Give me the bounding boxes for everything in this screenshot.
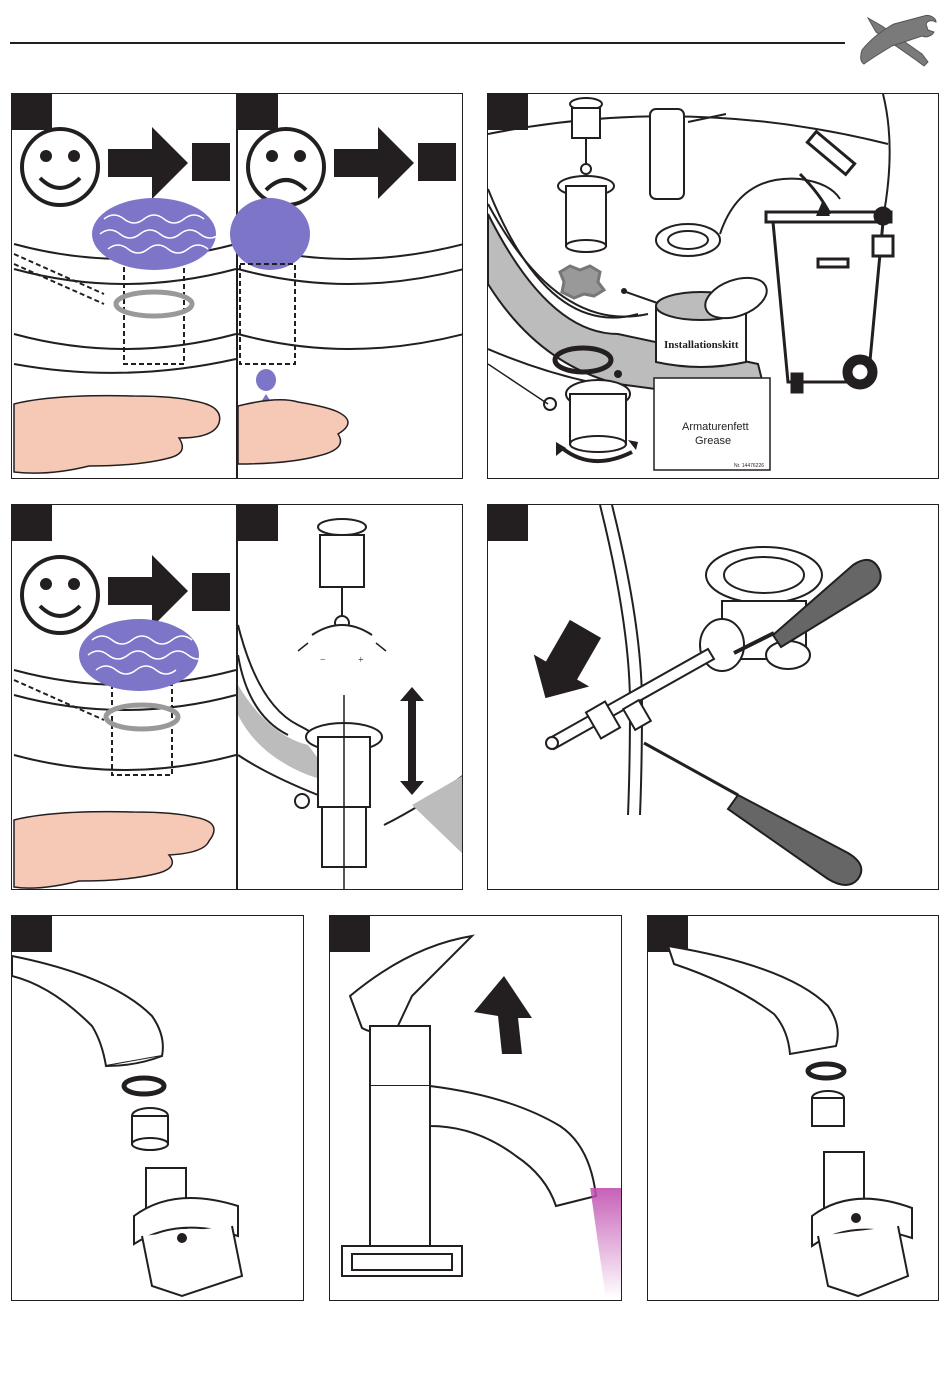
- drain-body: [295, 723, 382, 867]
- step-panel-adjust-plug: − +: [11, 504, 463, 890]
- water-pool: [79, 619, 199, 691]
- grease-box-label-en: Grease: [695, 435, 731, 447]
- step-panel-tighten-rod: [487, 504, 939, 890]
- water-pool: [92, 198, 216, 270]
- grease-box-number: Nr. 14476226: [734, 463, 764, 469]
- step-panel-install-aerator: [647, 915, 939, 1301]
- popup-plug-detail: [312, 519, 372, 635]
- next-step-box: [192, 573, 230, 611]
- arrow-right-icon: [108, 127, 188, 199]
- putty-can-label: Installationskitt: [664, 339, 739, 351]
- up-arrow-icon: [474, 976, 532, 1054]
- step-panel-remove-aerator: [11, 915, 304, 1301]
- screwdriver-icon: [644, 743, 861, 885]
- tighten-rod-illustration: [488, 505, 939, 890]
- remove-aerator-illustration: [12, 916, 304, 1301]
- header-rule: [10, 42, 845, 44]
- grease-box-label: Armaturenfett: [682, 421, 749, 433]
- aerator-key: [134, 1168, 242, 1296]
- valve-minus-label: −: [320, 655, 326, 666]
- plug-insert: [650, 109, 726, 199]
- step-panel-leak-test: [11, 93, 463, 479]
- putty-ring: [560, 266, 604, 298]
- smiley-face-icon: [22, 557, 98, 633]
- aerator-washer: [124, 1078, 164, 1094]
- down-arrow-icon: [518, 613, 613, 714]
- up-down-arrow-icon: [400, 687, 424, 795]
- valve-plus-label: +: [358, 655, 364, 666]
- putty-can: [656, 270, 772, 367]
- aerator-insert: [812, 1091, 844, 1126]
- aerator-insert: [132, 1108, 168, 1150]
- smiley-face-icon: [22, 129, 98, 205]
- leak-test-illustration: [12, 94, 463, 479]
- install-aerator-illustration: [648, 916, 939, 1301]
- arrow-right-icon: [334, 127, 414, 199]
- discard-arrow: [800, 132, 855, 214]
- waste-bin-icon: [766, 208, 893, 392]
- step-panel-flush: [329, 915, 622, 1301]
- aerator-washer: [808, 1064, 844, 1078]
- water-drop: [256, 369, 276, 391]
- faucet-spout: [668, 946, 838, 1054]
- hand: [14, 396, 220, 473]
- faucet: [342, 936, 596, 1276]
- water-flow: [590, 1188, 622, 1298]
- aerator-key: [812, 1152, 912, 1296]
- hand: [14, 812, 214, 888]
- faucet-spout: [12, 956, 163, 1066]
- step-panel-drain-reseal: Installationskitt Armaturenfett Grease N…: [487, 93, 939, 479]
- frowny-face-icon: [248, 129, 324, 205]
- next-step-box: [192, 143, 230, 181]
- wrench-and-screwdriver-icon: [858, 8, 942, 70]
- drain-body: [544, 380, 630, 452]
- flush-illustration: [330, 916, 622, 1301]
- hand: [238, 400, 348, 464]
- next-step-box: [418, 143, 456, 181]
- adjust-plug-illustration: [12, 505, 463, 890]
- arrow-right-icon: [108, 555, 188, 627]
